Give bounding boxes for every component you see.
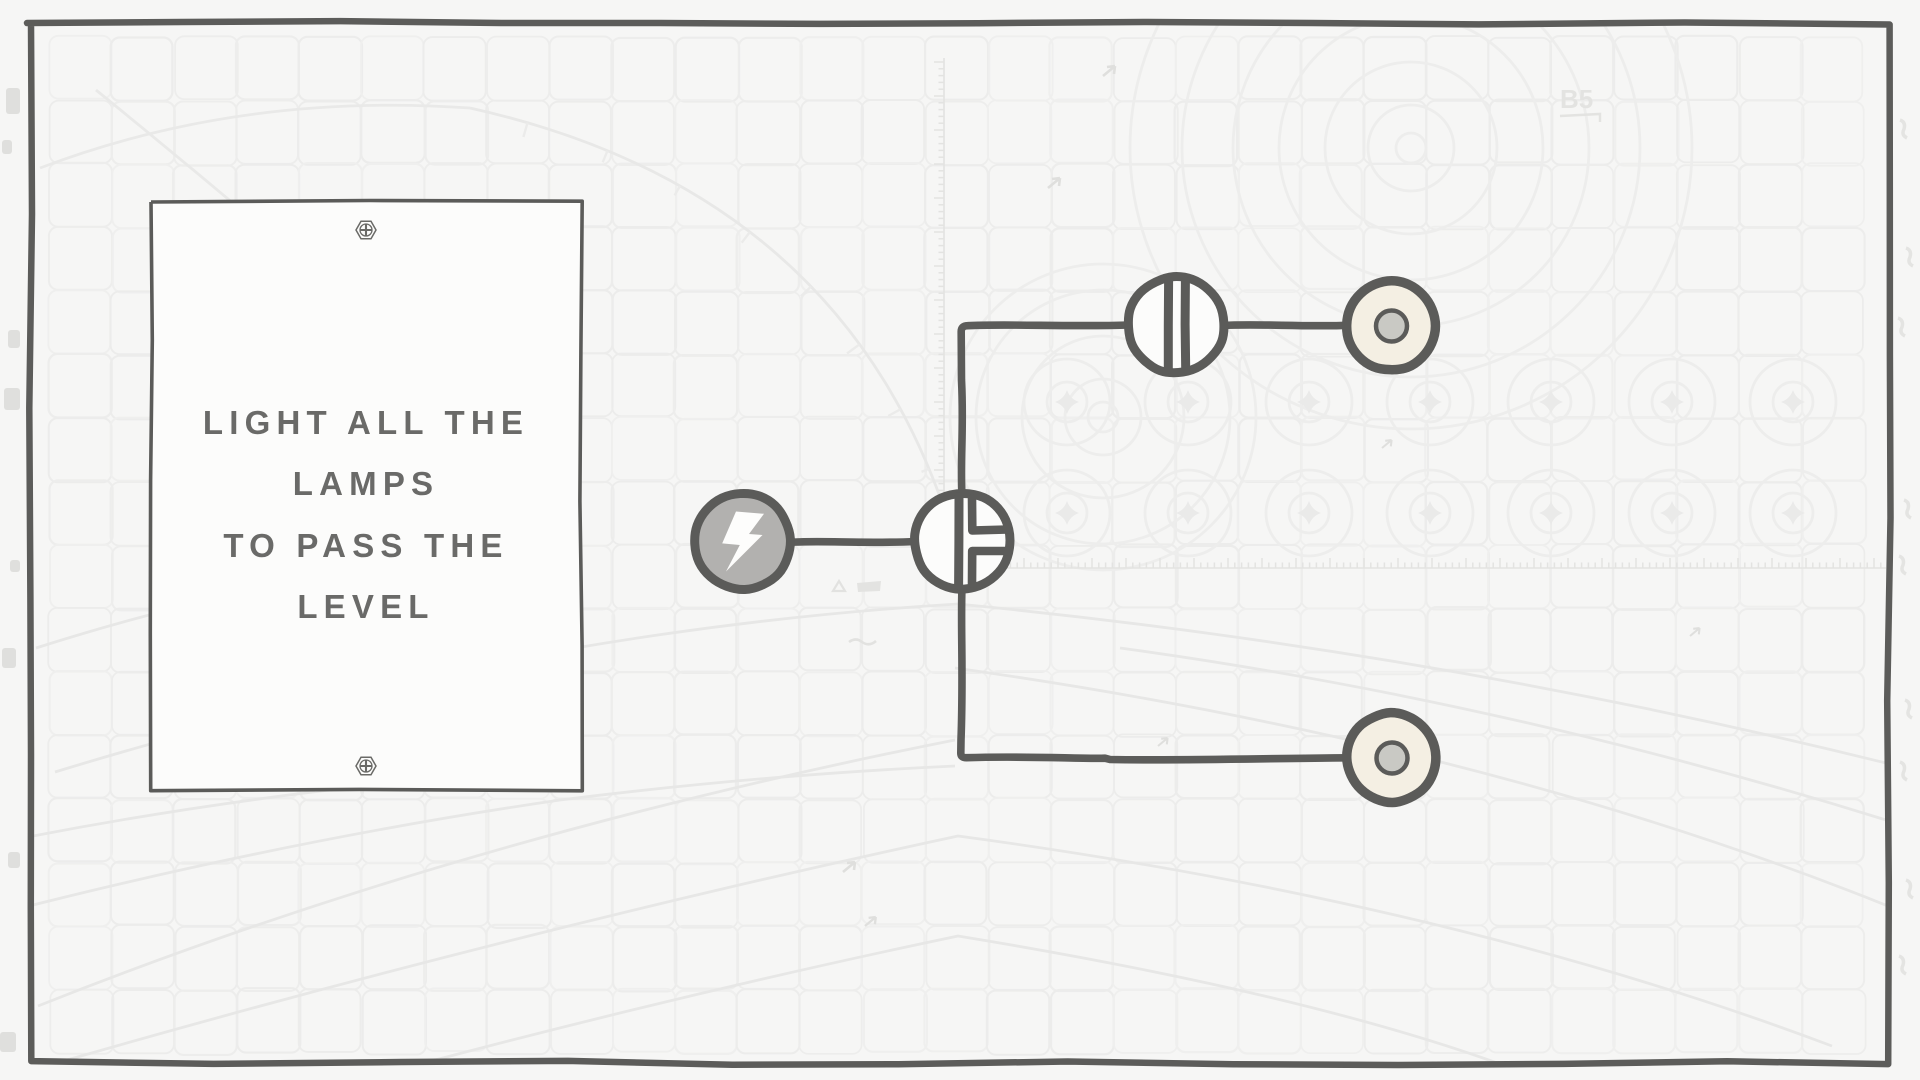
svg-text:B5: B5 [1560, 84, 1593, 114]
svg-text:LEVEL: LEVEL [297, 588, 434, 625]
svg-text:LAMPS: LAMPS [293, 465, 440, 502]
svg-text:TO PASS THE: TO PASS THE [223, 527, 508, 564]
svg-text:LIGHT ALL THE: LIGHT ALL THE [203, 404, 529, 441]
